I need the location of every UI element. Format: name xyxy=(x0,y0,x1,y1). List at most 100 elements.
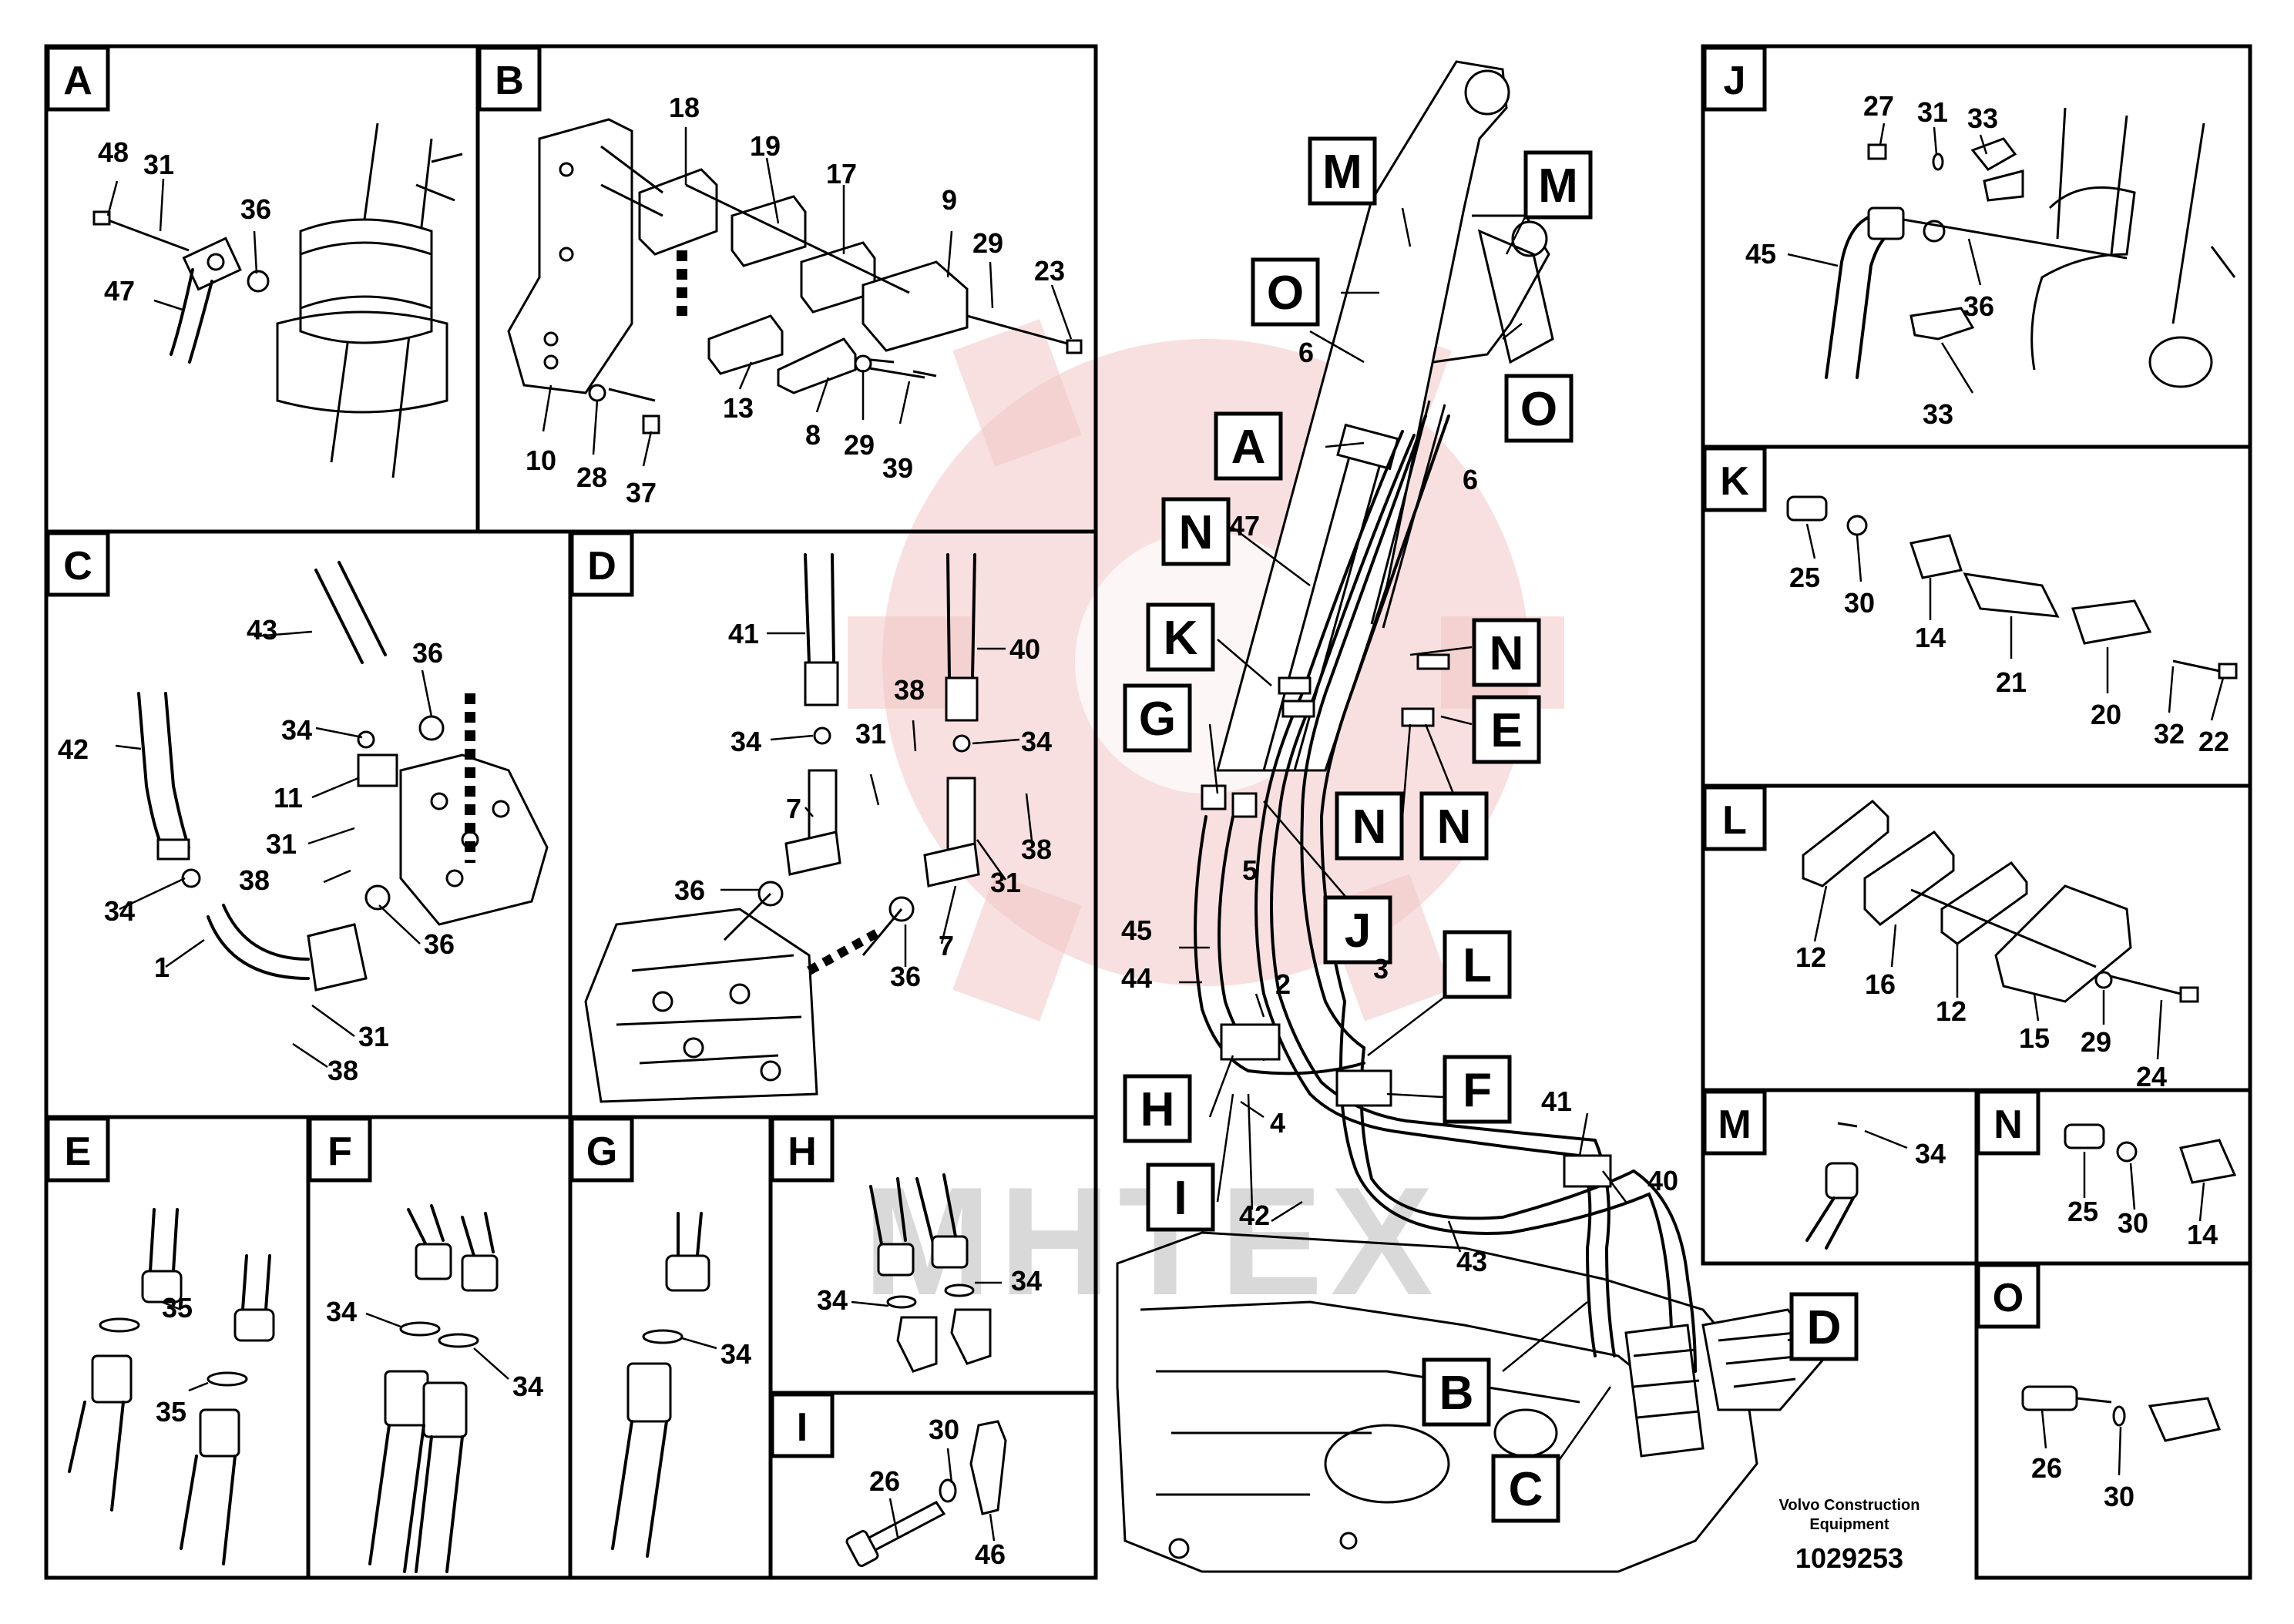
panel-l-callout-12b: 12 xyxy=(1936,995,1967,1027)
panel-b-callout-10: 10 xyxy=(526,445,556,476)
main-callout-42: 42 xyxy=(1239,1200,1270,1231)
panel-l-label: L xyxy=(1722,798,1747,843)
panel-j-callout-27: 27 xyxy=(1863,90,1894,122)
tag-a: A xyxy=(1231,421,1266,474)
panel-b-callout-9: 9 xyxy=(942,184,957,216)
brand-company-line2: Equipment xyxy=(1809,1516,1889,1533)
panel-l-callout-24: 24 xyxy=(2136,1061,2167,1092)
panel-k-callout-30: 30 xyxy=(1844,587,1875,619)
panel-f-drawing: 34 34 xyxy=(326,1204,543,1573)
panel-d-callout-40: 40 xyxy=(1009,633,1040,665)
panel-d-callout-41: 41 xyxy=(728,618,759,649)
panel-i-callout-30: 30 xyxy=(929,1414,959,1445)
panel-i-frame xyxy=(768,1391,1098,1580)
panel-c-callout-11: 11 xyxy=(274,782,303,814)
tag-l: L xyxy=(1463,939,1492,992)
tag-n-4: N xyxy=(1437,800,1472,854)
panel-c-callout-34b: 34 xyxy=(104,895,135,927)
panel-d-callout-34b: 34 xyxy=(1021,726,1052,757)
main-callout-4: 4 xyxy=(1270,1107,1285,1139)
panel-b-callout-29b: 29 xyxy=(844,429,875,461)
panel-n-callout-25: 25 xyxy=(2067,1196,2098,1227)
main-callout-41: 41 xyxy=(1541,1085,1572,1117)
panel-a-drawing: 48 31 36 47 xyxy=(92,122,463,478)
main-callout-44: 44 xyxy=(1121,962,1152,994)
brand-company: Volvo Construction xyxy=(1779,1497,1920,1514)
panel-e-callout-35b: 35 xyxy=(156,1396,186,1428)
drawing-number: 1029253 xyxy=(1795,1542,1903,1574)
main-assembly xyxy=(1116,60,1828,1573)
main-callout-40: 40 xyxy=(1647,1165,1678,1196)
main-callout-3: 3 xyxy=(1373,953,1389,985)
panel-o-callout-26: 26 xyxy=(2031,1452,2062,1484)
panel-b-callout-23: 23 xyxy=(1034,255,1065,287)
tag-g: G xyxy=(1139,693,1176,746)
panel-d-callout-31b: 31 xyxy=(990,867,1021,898)
panel-d-callout-34: 34 xyxy=(731,726,761,757)
tag-n-1: N xyxy=(1179,506,1214,559)
tag-k: K xyxy=(1164,612,1198,665)
panel-m-callout-34: 34 xyxy=(1915,1138,1946,1169)
panel-i-callout-46: 46 xyxy=(975,1538,1006,1570)
panel-n-callout-14: 14 xyxy=(2187,1219,2218,1250)
panel-b-drawing: 18 19 17 9 29 23 13 8 29 39 10 28 37 xyxy=(507,92,1083,508)
tag-b: B xyxy=(1439,1367,1474,1420)
panel-n-label: N xyxy=(1993,1102,2023,1147)
tag-f: F xyxy=(1463,1064,1492,1117)
tag-h: H xyxy=(1140,1083,1175,1136)
panel-j-callout-31: 31 xyxy=(1917,96,1948,128)
panel-b-callout-17: 17 xyxy=(826,158,857,190)
panel-o-drawing: 26 30 xyxy=(2021,1385,2222,1512)
title-block: Volvo Construction Equipment 1029253 xyxy=(1779,1497,1920,1574)
panel-j-callout-33b: 33 xyxy=(1923,398,1953,430)
panel-e-frame xyxy=(44,1115,311,1580)
panel-c-callout-31: 31 xyxy=(266,828,297,860)
panel-d-callout-38: 38 xyxy=(894,674,925,706)
panel-e-callout-35: 35 xyxy=(162,1292,193,1324)
panel-d-callout-36b: 36 xyxy=(890,961,921,992)
panel-j-callout-45: 45 xyxy=(1745,238,1776,270)
panel-i-drawing: 30 26 46 xyxy=(845,1414,1007,1570)
tag-o-2: O xyxy=(1520,383,1557,436)
panel-d-callout-7: 7 xyxy=(786,793,801,824)
main-tags: M M O O A N K N G E N N J L H F I D B C xyxy=(1123,136,1859,1523)
panel-labels: A B C D E F G H I J K L M N O xyxy=(45,45,2040,1458)
tag-c: C xyxy=(1509,1463,1543,1516)
tag-d: D xyxy=(1807,1301,1842,1354)
panel-h-callout-34: 34 xyxy=(817,1284,848,1316)
panel-o-label: O xyxy=(1993,1276,2024,1320)
panel-b-callout-13: 13 xyxy=(723,392,754,424)
panel-c-callout-38b: 38 xyxy=(327,1055,358,1086)
panel-h-drawing: 34 34 xyxy=(817,1173,1042,1373)
panel-b-callout-29: 29 xyxy=(972,227,1003,259)
panel-f-label: F xyxy=(327,1129,352,1174)
panel-c-callout-42: 42 xyxy=(58,733,89,765)
panel-c-callout-36: 36 xyxy=(412,637,443,669)
panel-a-callout-48: 48 xyxy=(98,136,129,168)
panel-f-callout-34b: 34 xyxy=(512,1371,543,1402)
panel-c-callout-31b: 31 xyxy=(358,1021,389,1052)
panel-b-callout-37: 37 xyxy=(626,477,657,508)
tag-o-1: O xyxy=(1267,267,1304,320)
panel-l-callout-29: 29 xyxy=(2081,1026,2111,1058)
panel-b-callout-18: 18 xyxy=(669,92,700,123)
tag-j: J xyxy=(1345,904,1371,958)
panel-a-label: A xyxy=(63,59,92,103)
panel-d-callout-7b: 7 xyxy=(939,930,954,961)
panel-a-callout-36: 36 xyxy=(240,193,271,225)
panel-l-drawing: 12 16 12 15 29 24 xyxy=(1795,800,2199,1092)
panel-j-callout-36: 36 xyxy=(1963,290,1994,322)
panel-m-drawing: 34 xyxy=(1805,1122,1946,1250)
panel-h-callout-34b: 34 xyxy=(1011,1265,1042,1297)
panel-c-callout-38: 38 xyxy=(239,864,270,896)
panel-d-drawing: 41 40 38 34 31 34 7 38 36 31 36 7 xyxy=(584,553,1052,1103)
main-callout-5: 5 xyxy=(1242,854,1258,886)
panel-l-frame xyxy=(1701,783,2252,1092)
panel-g-label: G xyxy=(586,1129,617,1174)
panel-h-label: H xyxy=(788,1129,817,1174)
main-callout-6b: 6 xyxy=(1463,464,1478,495)
panel-c-callout-1: 1 xyxy=(154,951,170,983)
panel-k-callout-20: 20 xyxy=(2091,699,2121,730)
